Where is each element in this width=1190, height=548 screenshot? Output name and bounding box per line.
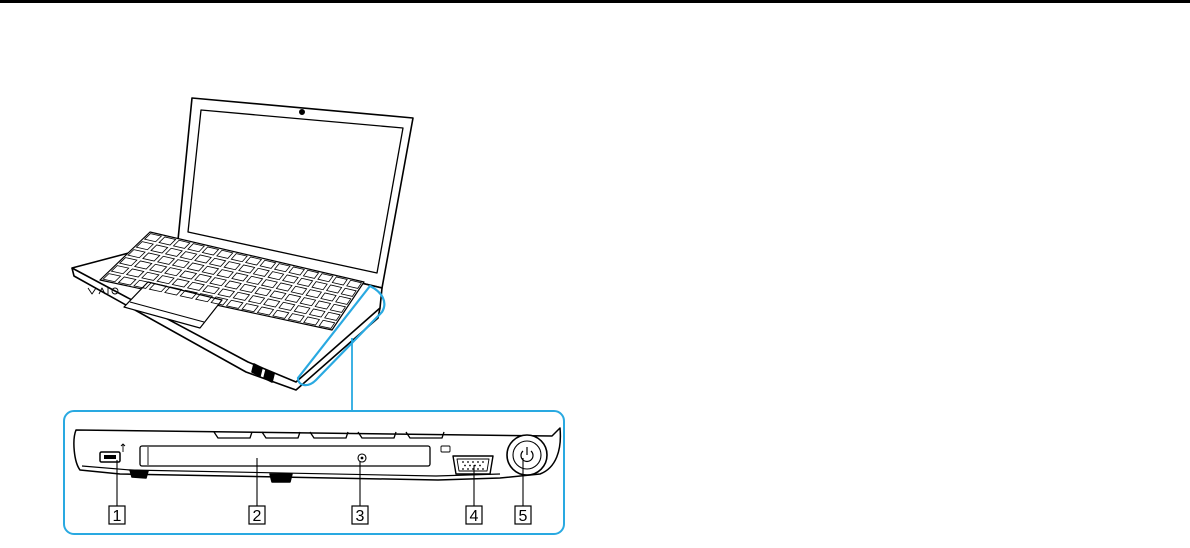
laptop-view xyxy=(72,98,413,390)
optical-disc-drive xyxy=(140,446,430,466)
callout-number-3: 3 xyxy=(356,508,365,525)
laptop-right-side-figure: 1 2 3 4 5 xyxy=(0,0,600,543)
callout-number-5: 5 xyxy=(519,508,528,525)
callout-number-1: 1 xyxy=(113,508,122,525)
drive-indicator-dot xyxy=(361,457,364,460)
callout-number-4: 4 xyxy=(470,508,479,525)
side-view xyxy=(74,428,560,482)
webcam-icon xyxy=(300,110,304,114)
usb-port-inner xyxy=(104,455,116,459)
laptop-illustration: 1 2 3 4 5 xyxy=(0,0,600,543)
callout-number-2: 2 xyxy=(253,508,262,525)
